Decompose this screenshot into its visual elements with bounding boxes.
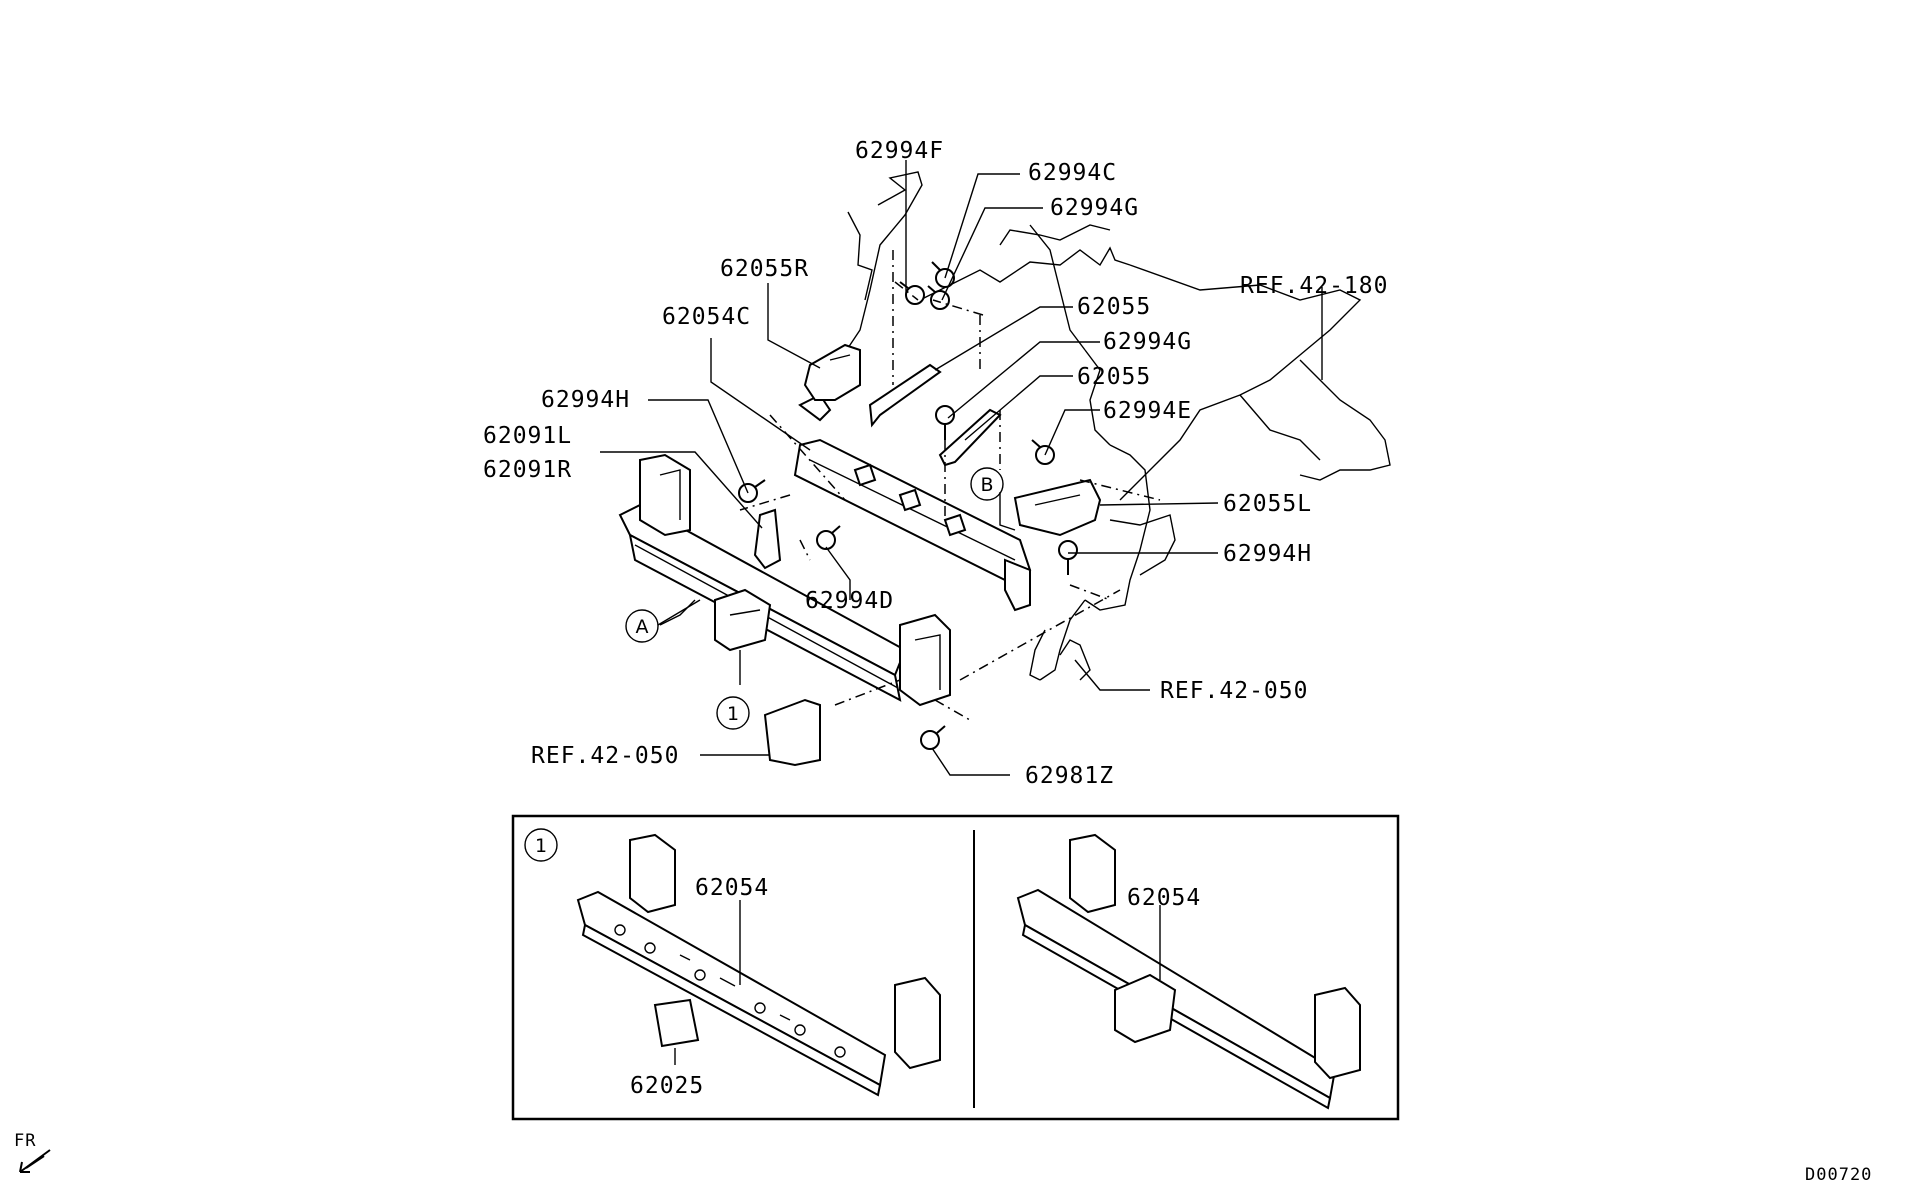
svg-text:1: 1 (727, 703, 739, 725)
svg-text:A: A (636, 616, 649, 638)
bolt-62981Z (920, 725, 946, 750)
bracket-62055R (803, 343, 861, 401)
part-number-labels: 62994F 62994C 62994G 62055R 62054C 62055… (483, 138, 1388, 789)
svg-text:B: B (980, 474, 993, 496)
label-62994G-mid: 62994G (1103, 329, 1192, 355)
inset-pad-62025 (653, 998, 700, 1065)
leader-lines (600, 160, 1323, 776)
label-62981Z: 62981Z (1025, 763, 1114, 789)
label-REF42-050-left: REF.42-050 (531, 743, 679, 769)
label-62055R: 62055R (720, 256, 809, 282)
label-62994F: 62994F (855, 138, 944, 164)
bolt-62994C (931, 261, 955, 288)
bolt-62994H-left (738, 479, 766, 503)
label-62994H-right: 62994H (1223, 541, 1312, 567)
label-inset-62025: 62025 (630, 1073, 704, 1099)
bolt-62994D (816, 525, 841, 550)
bracket-62091 (753, 508, 782, 570)
front-arrow-icon (19, 1149, 51, 1173)
label-62994H-left: 62994H (541, 387, 630, 413)
callout-A: A (625, 599, 701, 643)
drawing-code: D00720 (1805, 1165, 1872, 1185)
label-62055-b: 62055 (1077, 364, 1151, 390)
svg-text:1: 1 (535, 835, 547, 857)
callout-B: B (970, 467, 1004, 501)
bumper-reinforcement-main (618, 453, 951, 707)
label-62994C: 62994C (1028, 160, 1117, 186)
label-62994E: 62994E (1103, 398, 1192, 424)
inset-reinforcement-left (576, 833, 941, 1097)
label-62055L: 62055L (1223, 491, 1312, 517)
label-62994G-top: 62994G (1050, 195, 1139, 221)
label-inset-62054-left: 62054 (695, 875, 769, 901)
front-indicator-label: FR (14, 1131, 36, 1151)
bracket-62055L (1013, 478, 1102, 537)
plate-left-ref (763, 698, 821, 767)
label-62055-a: 62055 (1077, 294, 1151, 320)
front-direction-indicator: FR (14, 1131, 51, 1173)
callout-1-main: 1 (716, 696, 750, 730)
body-frame-outline (827, 171, 1391, 681)
bolt-62994G-mid (935, 405, 955, 440)
label-REF42-050-right: REF.42-050 (1160, 678, 1308, 704)
label-62994D: 62994D (805, 588, 894, 614)
bolt-62994H-right (1058, 540, 1078, 575)
inset-reinforcement-right (1016, 833, 1361, 1110)
label-62091L: 62091L (483, 423, 572, 449)
label-inset-62054-right: 62054 (1127, 885, 1201, 911)
label-62091R: 62091R (483, 457, 572, 483)
upper-support-member (793, 393, 1032, 612)
inset-detail-box: 1 62054 (511, 814, 1400, 1121)
label-REF42-180: REF.42-180 (1240, 273, 1388, 299)
bolt-62994G-top (927, 285, 950, 310)
callout-1-inset: 1 (524, 828, 558, 862)
bolt-62994F (899, 281, 925, 305)
bracket-62055-upper (868, 363, 942, 428)
label-62054C: 62054C (662, 304, 751, 330)
assembly-guide-lines (739, 250, 1161, 721)
